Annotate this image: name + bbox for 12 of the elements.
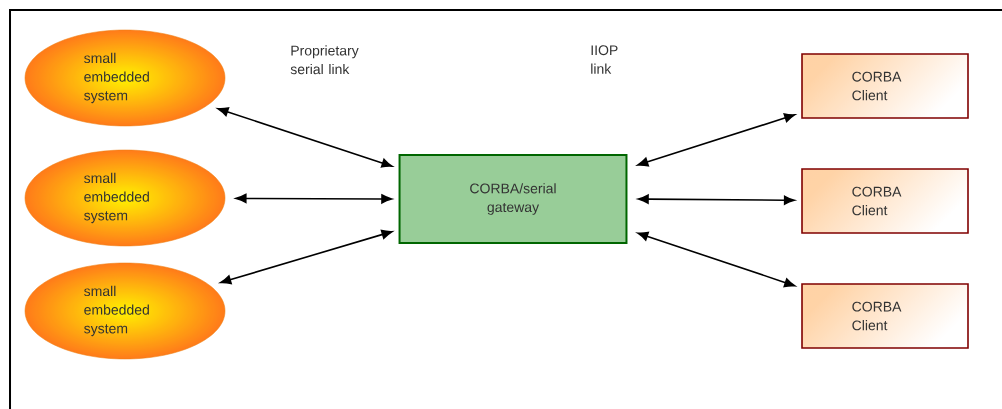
client-box: CORBA Client	[801, 283, 969, 349]
client-box: CORBA Client	[801, 168, 969, 234]
arrow	[217, 107, 393, 168]
link-label: IIOP link	[591, 45, 618, 74]
arrow	[220, 229, 393, 285]
arrow	[637, 231, 796, 288]
arrow	[637, 113, 796, 167]
client-box: CORBA Client	[801, 53, 969, 119]
link-label: Proprietary serial link	[290, 45, 359, 75]
gateway-box: CORBA/serial gateway	[398, 154, 628, 244]
arrow	[637, 194, 795, 205]
arrow	[235, 193, 393, 204]
